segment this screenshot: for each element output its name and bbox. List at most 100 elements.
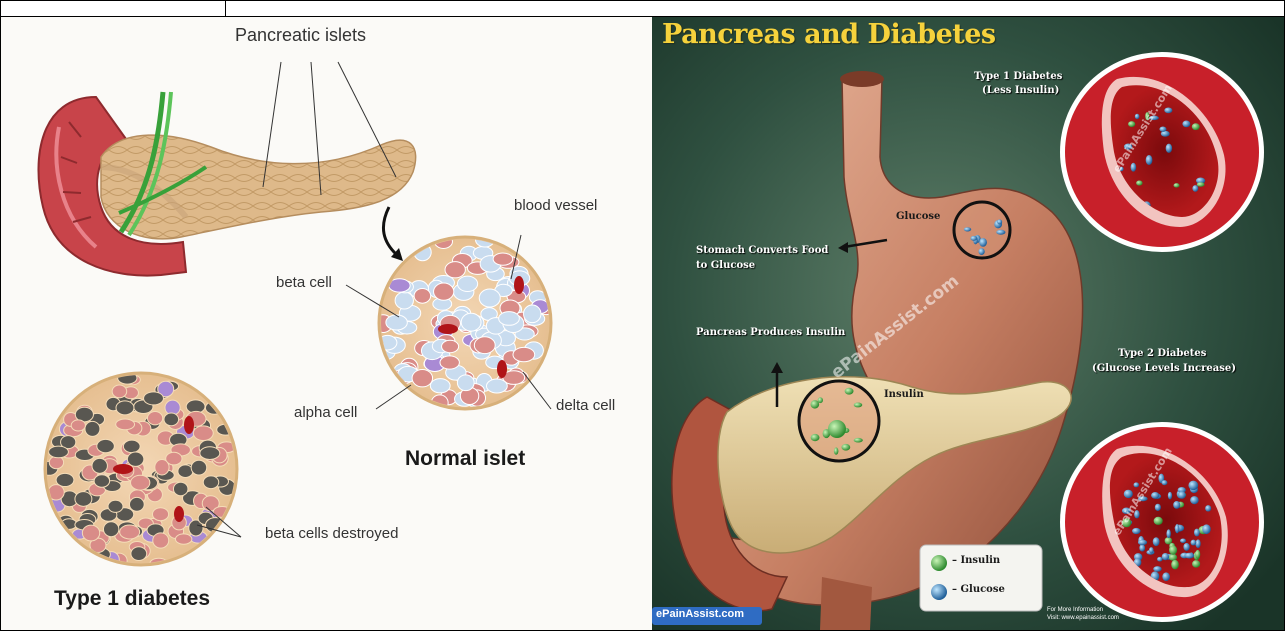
insulin-molecule	[1174, 183, 1180, 187]
glucose-molecule	[1159, 127, 1166, 132]
alpha-cell-label: alpha cell	[294, 404, 357, 421]
type2-subheading: (Glucose Levels Increase)	[1092, 363, 1236, 374]
glucose-molecule	[1202, 524, 1210, 534]
islet-cell	[116, 401, 134, 415]
type1-blood-vessel	[1060, 52, 1264, 252]
islet-cell	[487, 379, 508, 393]
insulin-molecule	[1136, 181, 1142, 186]
glucose-molecule	[1139, 544, 1145, 551]
insulin-molecule	[1154, 517, 1163, 525]
glucose-molecule	[1164, 107, 1172, 113]
glucose-molecule	[1178, 491, 1186, 498]
islet-cell	[131, 547, 147, 561]
islet-cell	[442, 340, 459, 352]
blood-vessel-cell	[514, 276, 524, 294]
glucose-molecule	[1157, 557, 1163, 562]
islet-cell	[395, 292, 413, 309]
blood-vessel-label: blood vessel	[514, 197, 597, 214]
insulin-molecule	[1169, 545, 1177, 554]
islet-cell	[108, 500, 123, 512]
islet-cell	[131, 475, 150, 490]
islet-cell	[71, 420, 85, 431]
glucose-molecule	[1151, 492, 1159, 499]
glucose-molecule	[1153, 566, 1161, 572]
glucose-molecule	[1166, 144, 1172, 153]
glucose-molecule	[997, 219, 1002, 224]
pancreas-diabetes-infographic: Pancreas and Diabetes Type 1 Diabetes (L…	[652, 17, 1284, 630]
islet-cell	[499, 312, 520, 326]
islet-cell	[457, 375, 474, 391]
blood-vessel-cell	[174, 506, 184, 522]
normal-islet-title: Normal islet	[405, 447, 525, 471]
insulin-molecule	[834, 447, 839, 454]
islet-cell	[440, 356, 459, 369]
islet-cell	[445, 262, 465, 278]
glucose-molecule	[996, 230, 1005, 235]
insulin-molecule	[841, 444, 850, 451]
insulin-molecule	[1197, 182, 1205, 187]
infographic-title: Pancreas and Diabetes	[662, 19, 996, 50]
islet-cell	[203, 476, 218, 489]
delta-cell-label: delta cell	[556, 397, 615, 414]
header-divider	[225, 0, 226, 16]
islet-cell	[75, 492, 92, 507]
islet-cell	[153, 533, 169, 548]
islet-cell	[85, 421, 100, 436]
insulin-molecule	[1192, 560, 1200, 567]
legend-insulin-label: – Insulin	[952, 555, 1000, 566]
glucose-molecule	[1138, 540, 1147, 546]
pancreatic-islets-illustration: Pancreatic islets blood vessel beta cell…	[1, 17, 652, 630]
glucose-molecule	[978, 248, 984, 255]
insulin-label: Insulin	[884, 389, 924, 400]
type2-heading: Type 2 Diabetes	[1118, 348, 1206, 359]
blood-vessel-cell	[184, 416, 194, 434]
stomach-diagram-svg	[652, 17, 1284, 630]
insulin-molecule	[811, 400, 820, 408]
glucose-molecule	[1190, 496, 1198, 504]
islet-cell	[112, 385, 127, 398]
pancreas-label: Pancreas Produces Insulin	[696, 327, 845, 338]
islet-cell	[430, 379, 450, 393]
glucose-molecule	[1155, 504, 1161, 511]
glucose-molecule	[1175, 524, 1179, 533]
type1-subheading: (Less Insulin)	[982, 85, 1059, 96]
islet-cell	[191, 460, 207, 475]
islet-cell	[200, 447, 220, 460]
glucose-molecule	[1205, 505, 1211, 511]
islet-cell	[178, 465, 193, 478]
type1-diabetes-title: Type 1 diabetes	[54, 587, 210, 611]
glucose-molecule	[1162, 480, 1168, 485]
glucose-molecule	[1195, 539, 1200, 548]
islet-cell	[82, 525, 99, 541]
islet-cell	[461, 313, 481, 331]
islet-cell	[412, 369, 433, 386]
islet-cell	[94, 475, 109, 488]
blood-vessel-cell	[438, 324, 458, 334]
islet-cell	[129, 497, 144, 511]
glucose-molecule	[1182, 121, 1190, 128]
beta-cells-destroyed-label: beta cells destroyed	[265, 525, 398, 542]
islet-cell	[193, 426, 213, 441]
insulin-molecule	[811, 434, 820, 441]
islet-cell	[97, 439, 115, 452]
islet-cell	[175, 534, 191, 544]
glucose-molecule	[970, 236, 977, 241]
insulin-molecule	[1128, 121, 1135, 127]
islet-cell	[493, 253, 513, 265]
glucose-molecule	[1180, 539, 1186, 543]
insulin-molecule	[1171, 560, 1179, 570]
insulin-molecule	[1169, 554, 1177, 561]
pancreas	[101, 135, 416, 239]
zoom-arrow	[383, 207, 397, 255]
glucose-molecule	[1149, 547, 1154, 553]
glucose-label: Glucose	[896, 211, 940, 222]
islet-cell	[103, 522, 118, 537]
islet-cell	[164, 413, 179, 426]
islet-cell	[152, 508, 168, 521]
islet-cell	[386, 315, 407, 330]
islet-cell	[120, 525, 140, 539]
islet-cell	[513, 347, 535, 361]
stomach-label-line1: Stomach Converts Food	[696, 245, 828, 256]
islet-cell	[116, 419, 135, 430]
islet-cell	[479, 289, 500, 307]
